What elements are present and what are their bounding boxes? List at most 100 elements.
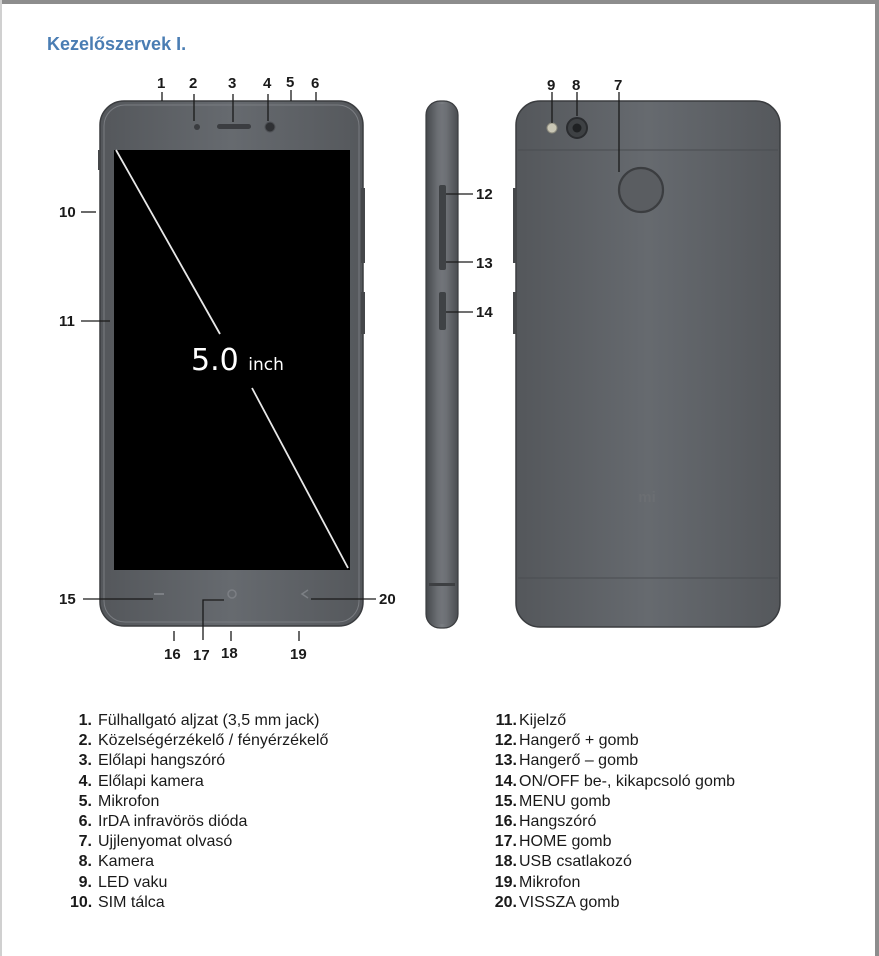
callout-12: 12 xyxy=(476,186,493,203)
page-frame-left xyxy=(0,0,2,956)
legend-item: 10. SIM tálca xyxy=(70,893,328,913)
legend-number: 12. xyxy=(494,732,517,750)
legend-item: 7. Ujjlenyomat olvasó xyxy=(70,832,328,852)
callout-13: 13 xyxy=(476,255,493,272)
callout-17: 17 xyxy=(193,647,210,664)
legend-text: Mikrofon xyxy=(519,873,581,891)
legend-number: 18. xyxy=(494,853,517,871)
callout-20: 20 xyxy=(379,591,396,608)
legend-text: Kamera xyxy=(98,853,155,871)
legend-number: 4. xyxy=(78,772,92,790)
legend-number: 2. xyxy=(78,732,92,750)
legend-text: USB csatlakozó xyxy=(519,853,632,871)
legend-text: Hangerő + gomb xyxy=(519,732,639,750)
legend-text: Hangerő – gomb xyxy=(519,752,639,770)
phone-front-view xyxy=(98,100,365,627)
callout-9: 9 xyxy=(547,77,556,94)
callout-8: 8 xyxy=(572,77,581,94)
legend-number: 10. xyxy=(70,893,93,911)
callout-15: 15 xyxy=(59,591,76,608)
screen-size-value: 5.0 xyxy=(191,343,239,378)
earpiece-speaker xyxy=(217,124,251,129)
legend-number: 20. xyxy=(494,893,517,911)
callout-6: 6 xyxy=(311,75,320,92)
legend-text: VISSZA gomb xyxy=(519,893,620,911)
legend-item: 9. LED vaku xyxy=(70,873,328,893)
legend-number: 17. xyxy=(494,833,517,851)
page-title: Kezelőszervek I. xyxy=(47,34,187,54)
legend-text: HOME gomb xyxy=(519,833,612,851)
proximity-sensor xyxy=(194,124,200,130)
legend-number: 19. xyxy=(494,873,517,891)
legend-item: 19.Mikrofon xyxy=(489,873,735,893)
legend-item: 16.Hangszóró xyxy=(489,812,735,832)
fingerprint-reader xyxy=(617,166,665,214)
legend-item: 5. Mikrofon xyxy=(70,792,328,812)
legend-text: MENU gomb xyxy=(519,792,611,810)
legend-number: 8. xyxy=(78,853,92,871)
legend-number: 7. xyxy=(78,833,92,851)
menu-key xyxy=(154,593,164,595)
callout-16: 16 xyxy=(164,646,181,663)
legend-text: IrDA infravörös dióda xyxy=(98,812,248,830)
legend-item: 6. IrDA infravörös dióda xyxy=(70,812,328,832)
rear-camera-lens xyxy=(572,123,582,133)
callout-1: 1 xyxy=(157,75,166,92)
legend-text: Ujjlenyomat olvasó xyxy=(98,833,233,851)
legend-number: 13. xyxy=(494,752,517,770)
legend-item: 14.ON/OFF be-, kikapcsoló gomb xyxy=(489,772,735,792)
screen-size-label: 5.0 inch xyxy=(187,343,288,383)
phone-diagram: mi xyxy=(81,90,781,641)
led-flash xyxy=(546,122,558,134)
legend-text: ON/OFF be-, kikapcsoló gomb xyxy=(519,772,736,790)
legend-number: 14. xyxy=(494,772,517,790)
legend-text: Előlapi hangszóró xyxy=(98,752,226,770)
phone-back-view: mi xyxy=(513,100,781,628)
legend-text: Fülhallgató aljzat (3,5 mm jack) xyxy=(98,712,320,729)
home-key xyxy=(227,589,237,599)
legend-list-left: 1. Fülhallgató aljzat (3,5 mm jack) 2. Köz… xyxy=(70,711,328,913)
legend-number: 1. xyxy=(78,712,92,729)
screen-size-unit: inch xyxy=(248,355,284,375)
callout-3: 3 xyxy=(228,75,237,92)
legend-item: 12.Hangerő + gomb xyxy=(489,731,735,751)
legend-item: 4. Előlapi kamera xyxy=(70,772,328,792)
legend-item: 15.MENU gomb xyxy=(489,792,735,812)
back-key xyxy=(300,589,309,599)
legend-list-right: 11.Kijelző 12.Hangerő + gomb 13.Hangerő … xyxy=(489,711,735,913)
legend-item: 11.Kijelző xyxy=(489,711,735,731)
callout-4: 4 xyxy=(263,75,272,92)
legend-number: 16. xyxy=(494,812,517,830)
mi-logo: mi xyxy=(638,489,656,506)
legend-item: 1. Fülhallgató aljzat (3,5 mm jack) xyxy=(70,711,328,731)
page-frame-top xyxy=(0,0,879,4)
legend-number: 11. xyxy=(495,712,517,729)
legend-text: Hangszóró xyxy=(519,812,597,830)
legend-number: 15. xyxy=(494,792,517,810)
diagonal-line-bottom xyxy=(251,387,349,569)
legend-item: 3. Előlapi hangszóró xyxy=(70,751,328,771)
front-camera xyxy=(264,121,276,133)
legend-text: Előlapi kamera xyxy=(98,772,204,790)
page-frame-right xyxy=(875,0,879,956)
legend-number: 3. xyxy=(78,752,92,770)
legend-number: 6. xyxy=(78,812,92,830)
callout-7: 7 xyxy=(614,77,623,94)
legend-number: 5. xyxy=(78,792,92,810)
phone-side-view xyxy=(425,100,459,629)
legend-text: SIM tálca xyxy=(98,893,165,911)
legend-text: Kijelző xyxy=(519,712,567,729)
legend-text: Közelségérzékelő / fényérzékelő xyxy=(98,732,329,750)
legend-text: LED vaku xyxy=(98,873,168,891)
callout-5: 5 xyxy=(286,74,295,91)
callout-19: 19 xyxy=(290,646,307,663)
callout-10: 10 xyxy=(59,204,76,221)
legend-item: 2. Közelségérzékelő / fényérzékelő xyxy=(70,731,329,751)
callout-18: 18 xyxy=(221,645,238,662)
legend-text: Mikrofon xyxy=(98,792,160,810)
legend-number: 9. xyxy=(78,873,92,891)
callout-2: 2 xyxy=(189,75,198,92)
legend-item: 8. Kamera xyxy=(70,852,328,872)
callout-leader-lines xyxy=(81,90,620,641)
legend-item: 17.HOME gomb xyxy=(489,832,735,852)
